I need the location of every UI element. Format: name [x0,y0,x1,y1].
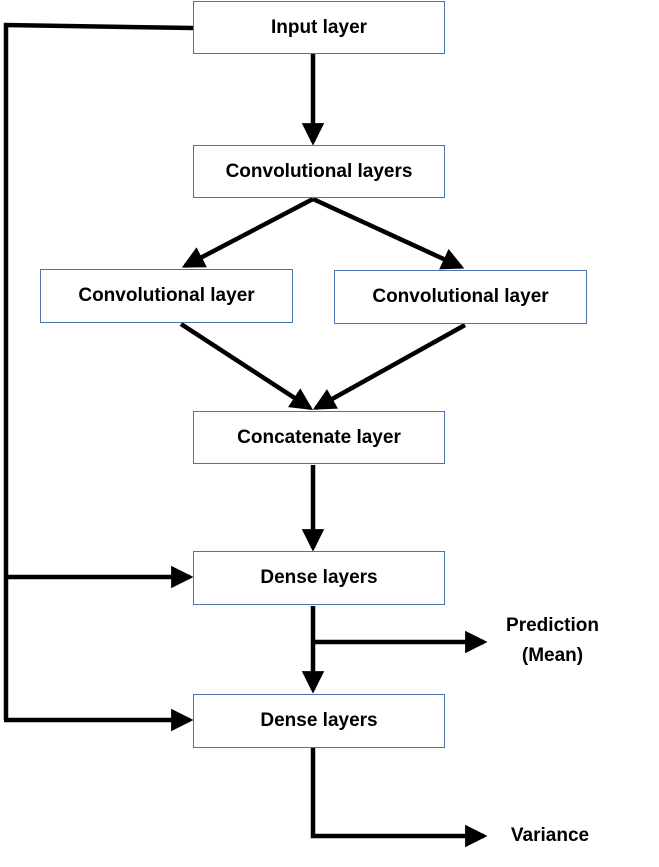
prediction-line-2: (Mean) [521,645,584,666]
node-input-layer: Input layer [193,1,445,54]
output-variance-label: Variance [510,825,590,846]
prediction-line-1: Prediction [506,615,599,636]
edge-conv-block-to-conv-right [312,196,465,270]
node-convolutional-layers: Convolutional layers [193,145,445,198]
node-convolutional-layer-left: Convolutional layer [40,269,293,323]
node-concatenate-layer: Concatenate layer [193,411,445,464]
node-dense-layers-2: Dense layers [193,694,445,748]
edge-conv-left-to-concat [179,322,314,410]
edge-dense-2-to-variance [310,748,488,848]
node-dense-layers-1: Dense layers [193,551,445,605]
node-convolutional-layer-right: Convolutional layer [334,270,587,324]
edge-conv-right-to-concat [312,323,467,410]
edge-conv-block-to-conv-left [181,197,315,268]
output-prediction-label: Prediction (Mean) [490,611,615,671]
edge-input-skip-connection [3,22,194,720]
